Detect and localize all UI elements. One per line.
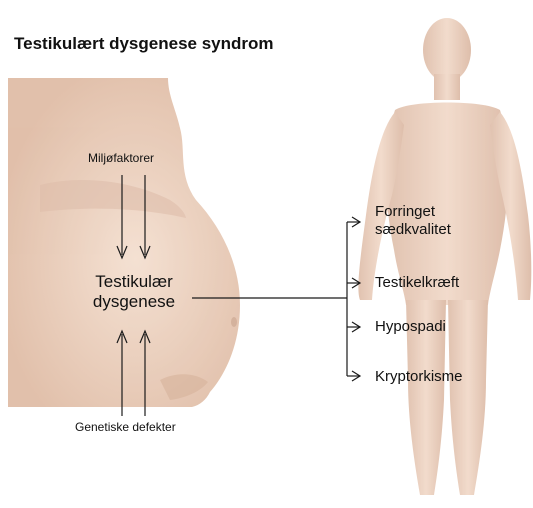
outcome-1-line1: Forringet <box>375 203 451 221</box>
outcome-3-line1: Hypospadi <box>375 318 446 336</box>
center-node-label: Testikulær dysgenese <box>80 272 188 311</box>
center-label-line1: Testikulær <box>80 272 188 292</box>
outcome-cryptorchidism: Kryptorkisme <box>375 368 463 386</box>
outcome-4-line1: Kryptorkisme <box>375 368 463 386</box>
outcome-hypospadias: Hypospadi <box>375 318 446 336</box>
outcome-testicular-cancer: Testikelkræft <box>375 274 459 292</box>
center-label-line2: dysgenese <box>80 292 188 312</box>
diagram-title: Testikulært dysgenese syndrom <box>14 34 274 54</box>
genetic-defects-label: Genetiske defekter <box>75 421 176 435</box>
male-body-illustration <box>358 18 531 495</box>
outcome-1-line2: sædkvalitet <box>375 221 451 239</box>
outcome-2-line1: Testikelkræft <box>375 274 459 292</box>
outcome-reduced-semen-quality: Forringet sædkvalitet <box>375 203 451 239</box>
pregnant-torso-illustration <box>8 78 240 407</box>
environmental-factors-label: Miljøfaktorer <box>88 152 154 166</box>
